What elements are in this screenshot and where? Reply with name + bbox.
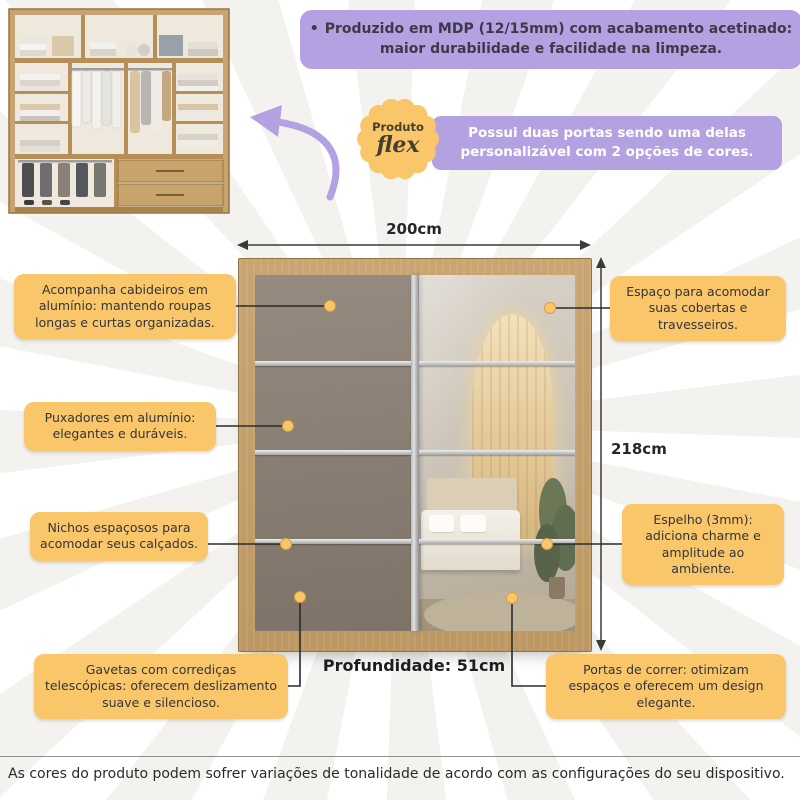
aluminum-strip xyxy=(255,539,411,544)
curved-arrow-icon xyxy=(250,105,340,201)
mirror-rug xyxy=(423,591,575,631)
callout-nichos: Nichos espaçosos para acomodar seus calç… xyxy=(30,512,208,561)
aluminum-strip xyxy=(419,539,575,544)
folded-clothes-shelves xyxy=(20,74,218,152)
sliding-door-left xyxy=(255,275,411,631)
callout-portas: Portas de correr: otimizam espaços e ofe… xyxy=(546,654,786,719)
wardrobe-dividers xyxy=(15,15,223,207)
bullet-icon: • xyxy=(309,21,319,37)
aluminum-strip xyxy=(255,361,411,366)
open-wardrobe-photo xyxy=(8,8,230,214)
flex-badge-scallop xyxy=(357,98,439,180)
callout-cabideiros: Acompanha cabideiros em alumínio: manten… xyxy=(14,274,236,339)
mirror-plant xyxy=(534,477,575,599)
hanging-clothes xyxy=(70,68,172,133)
plant-leaf xyxy=(534,523,561,583)
aluminum-strip xyxy=(255,450,411,455)
material-banner: •Produzido em MDP (12/15mm) com acabamen… xyxy=(300,10,800,69)
aluminum-strip xyxy=(419,450,575,455)
flex-badge-line2: flex xyxy=(376,132,420,158)
callout-puxadores: Puxadores em alumínio: elegantes e duráv… xyxy=(24,402,216,451)
folded-clothes-top xyxy=(20,35,218,56)
open-wardrobe-illustration xyxy=(8,8,230,214)
sliding-doors xyxy=(255,275,575,631)
depth-dimension-label: Profundidade: 51cm xyxy=(322,656,506,675)
hanging-pants xyxy=(18,160,112,205)
material-banner-line2: maior durabilidade e facilidade na limpe… xyxy=(379,41,723,58)
mirror-pillow xyxy=(428,514,455,532)
disclaimer-text: As cores do produto podem sofrer variaçõ… xyxy=(8,766,785,782)
height-dimension-label: 218cm xyxy=(611,440,667,458)
footer-divider xyxy=(0,756,800,757)
material-banner-line1: •Produzido em MDP (12/15mm) com acabamen… xyxy=(309,21,793,37)
height-dimension-arrow xyxy=(596,257,606,651)
flex-banner-line2: personalizável com 2 opções de cores. xyxy=(460,143,754,160)
flex-badge-line1: Produto xyxy=(372,120,424,134)
produto-flex-badge: Produto flex xyxy=(354,95,442,183)
flex-banner-line1: Possui duas portas sendo uma delas xyxy=(468,125,746,141)
aluminum-strip xyxy=(419,361,575,366)
callout-cobertas: Espaço para acomodar suas cobertas e tra… xyxy=(610,276,786,341)
drawers xyxy=(117,159,224,207)
wardrobe-diagram xyxy=(238,258,592,652)
mirror-pillow xyxy=(460,514,487,532)
sliding-door-mirror xyxy=(419,275,575,631)
plant-pot xyxy=(549,577,566,599)
flex-doors-banner: Possui duas portas sendo uma delas perso… xyxy=(432,116,782,170)
width-dimension-arrow xyxy=(237,240,591,250)
callout-gavetas: Gavetas com corrediças telescópicas: ofe… xyxy=(34,654,288,719)
aluminum-handle-stile xyxy=(411,275,419,631)
callout-espelho: Espelho (3mm): adiciona charme e amplitu… xyxy=(622,504,784,585)
width-dimension-label: 200cm xyxy=(386,220,442,238)
flex-badge-text: Produto flex xyxy=(354,95,442,183)
